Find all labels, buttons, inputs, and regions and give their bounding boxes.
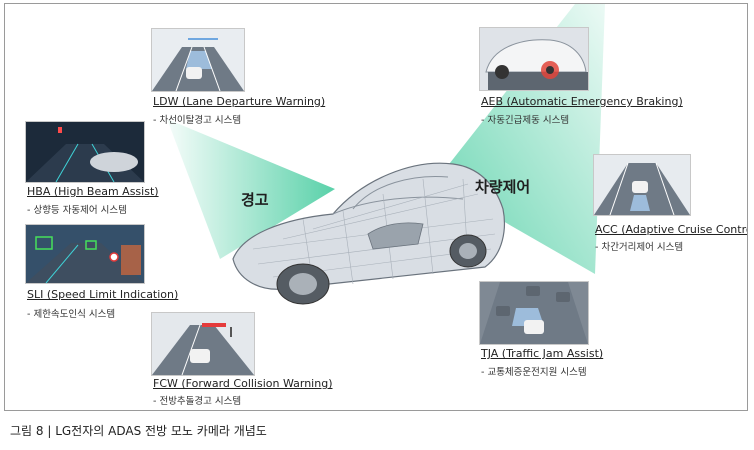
aeb-image [479,27,589,91]
fcw-subtitle: - 전방추돌경고 시스템 [153,396,242,407]
acc-subtitle: - 차간거리제어 시스템 [595,242,684,253]
warning-beam [167,119,335,259]
fcw-title: FCW (Forward Collision Warning) [153,377,333,390]
sli-image [25,224,145,284]
aeb-title: AEB (Automatic Emergency Braking) [481,95,683,108]
acc-image [593,154,691,216]
diagram-frame: 경고 차량제어 LDW (Lane Departure Warning) - 차… [4,3,748,411]
hba-image [25,121,145,183]
hba-title: HBA (High Beam Assist) [27,185,159,198]
wireframe-car [232,162,506,305]
hba-subtitle: - 상향등 자동제어 시스템 [27,205,127,216]
tja-subtitle: - 교통체증운전지원 시스템 [481,367,587,378]
aeb-subtitle: - 자동긴급제동 시스템 [481,115,570,126]
tja-image [479,281,589,345]
ldw-title: LDW (Lane Departure Warning) [153,95,326,108]
acc-title: ACC (Adaptive Cruise Control) [595,223,748,236]
ldw-subtitle: - 차선이탈경고 시스템 [153,115,242,126]
zone-control-label: 차량제어 [475,178,531,196]
tja-title: TJA (Traffic Jam Assist) [481,347,604,360]
figure-caption: 그림 8 | LG전자의 ADAS 전방 모노 카메라 개념도 [10,424,267,438]
ldw-image [151,28,245,92]
sli-subtitle: - 제한속도인식 시스템 [27,309,116,320]
zone-warning-label: 경고 [241,191,269,209]
fcw-image [151,312,255,376]
sli-title: SLI (Speed Limit Indication) [27,288,179,301]
